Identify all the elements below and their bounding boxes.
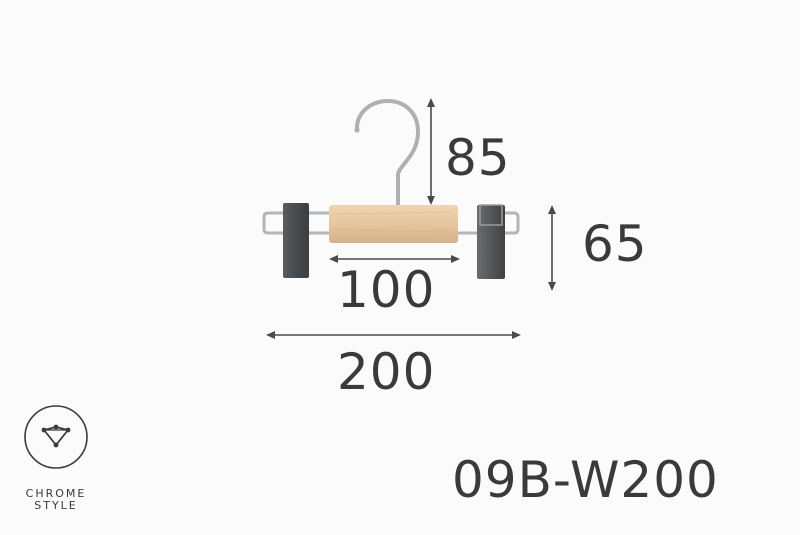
arrowhead [512,331,521,339]
arrowhead [548,205,556,214]
hook-height-label: 85 [445,129,511,187]
wooden-bar [329,205,458,243]
hook-tip [354,127,360,133]
left-clip [283,203,309,278]
model-code: 09B-W200 [452,451,719,509]
diamond-logo-icon [24,405,88,469]
arrowhead [427,196,435,205]
arrowhead [451,255,460,263]
right-clip-bracket [479,204,503,226]
clip-height-label: 65 [582,215,648,273]
brand-name-line1: CHROME [25,487,87,500]
arrowhead [548,282,556,291]
total-width-label: 200 [337,343,436,401]
arrowhead [329,255,338,263]
wood-grain [334,229,453,233]
brand-name-line2: STYLE [34,499,78,512]
wood-width-label: 100 [337,261,436,319]
right-clip [477,205,505,279]
brand-logo: CHROME STYLE [20,403,92,512]
arrowhead [427,98,435,107]
wood-grain [334,211,453,215]
hanger-hook [355,98,421,208]
arrowhead [266,331,275,339]
